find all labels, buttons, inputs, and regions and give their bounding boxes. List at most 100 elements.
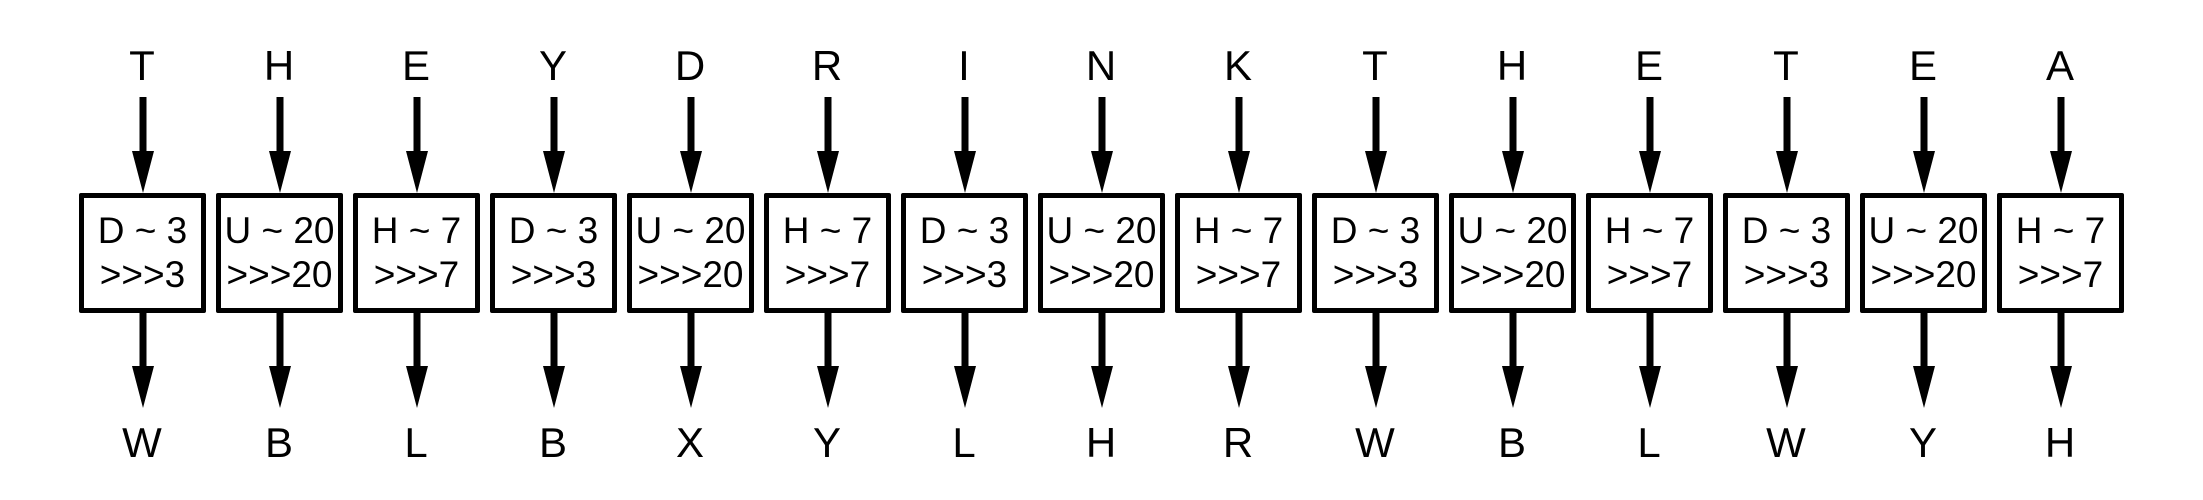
down-arrow-icon [679, 97, 702, 193]
down-arrow-icon [405, 313, 428, 408]
key-shift-label: H ~ 7 [1604, 210, 1695, 251]
shift-operation-label: >>>7 [1606, 254, 1693, 295]
down-arrow-icon [1501, 97, 1524, 193]
shift-operation-label: >>>7 [784, 254, 871, 295]
plaintext-letter: T [1362, 42, 1389, 89]
plaintext-letter: A [2045, 42, 2075, 89]
plaintext-letter: T [129, 42, 156, 89]
key-shift-box: H ~ 7 >>>7 [764, 193, 891, 313]
cipher-column: H U ~ 20 >>>20 B [216, 0, 343, 464]
plaintext-letter: I [958, 42, 971, 89]
down-arrow-icon [953, 97, 976, 193]
cipher-column: T D ~ 3 >>>3 W [1312, 0, 1439, 464]
down-arrow-icon [1912, 313, 1935, 408]
down-arrow-icon [1775, 97, 1798, 193]
cipher-column: D U ~ 20 >>>20 X [627, 0, 754, 464]
plaintext-letter: H [1496, 42, 1529, 89]
plaintext-letter: R [811, 42, 844, 89]
down-arrow-icon [1227, 313, 1250, 408]
key-shift-box: U ~ 20 >>>20 [1449, 193, 1576, 313]
shift-operation-label: >>>7 [2017, 254, 2104, 295]
shift-operation-label: >>>3 [1743, 254, 1830, 295]
plaintext-letter: E [401, 42, 431, 89]
shift-operation-label: >>>20 [1870, 254, 1977, 295]
down-arrow-icon [1775, 313, 1798, 408]
shift-operation-label: >>>3 [99, 254, 186, 295]
cipher-column: K H ~ 7 >>>7 R [1175, 0, 1302, 464]
down-arrow-icon [679, 313, 702, 408]
down-arrow-icon [1501, 313, 1524, 408]
key-shift-box: U ~ 20 >>>20 [216, 193, 343, 313]
key-shift-box: D ~ 3 >>>3 [901, 193, 1028, 313]
key-shift-box: H ~ 7 >>>7 [353, 193, 480, 313]
key-shift-box: H ~ 7 >>>7 [1997, 193, 2124, 313]
down-arrow-icon [405, 97, 428, 193]
down-arrow-icon [1912, 97, 1935, 193]
down-arrow-icon [1090, 97, 1113, 193]
down-arrow-icon [953, 313, 976, 408]
key-shift-box: U ~ 20 >>>20 [1038, 193, 1165, 313]
ciphertext-letter: W [122, 419, 163, 466]
key-shift-label: D ~ 3 [508, 210, 599, 251]
down-arrow-icon [1090, 313, 1113, 408]
ciphertext-letter: L [404, 419, 429, 466]
key-shift-box: U ~ 20 >>>20 [627, 193, 754, 313]
key-shift-label: H ~ 7 [2015, 210, 2106, 251]
ciphertext-letter: B [538, 419, 568, 466]
cipher-column: N U ~ 20 >>>20 H [1038, 0, 1165, 464]
plaintext-letter: E [1634, 42, 1664, 89]
cipher-column: Y D ~ 3 >>>3 B [490, 0, 617, 464]
plaintext-letter: K [1223, 42, 1253, 89]
plaintext-letter: N [1085, 42, 1118, 89]
shift-operation-label: >>>3 [510, 254, 597, 295]
ciphertext-letter: H [1085, 419, 1118, 466]
plaintext-letter: Y [538, 42, 568, 89]
down-arrow-icon [1638, 313, 1661, 408]
key-shift-label: U ~ 20 [224, 210, 335, 251]
cipher-column: E H ~ 7 >>>7 L [353, 0, 480, 464]
cipher-column: R H ~ 7 >>>7 Y [764, 0, 891, 464]
shift-operation-label: >>>20 [637, 254, 744, 295]
shift-operation-label: >>>20 [226, 254, 333, 295]
shift-operation-label: >>>7 [1195, 254, 1282, 295]
down-arrow-icon [131, 97, 154, 193]
shift-operation-label: >>>3 [1332, 254, 1419, 295]
ciphertext-letter: Y [812, 419, 842, 466]
shift-operation-label: >>>20 [1048, 254, 1155, 295]
key-shift-label: D ~ 3 [919, 210, 1010, 251]
plaintext-letter: E [1908, 42, 1938, 89]
key-shift-box: U ~ 20 >>>20 [1860, 193, 1987, 313]
ciphertext-letter: W [1355, 419, 1396, 466]
down-arrow-icon [1364, 313, 1387, 408]
key-shift-label: H ~ 7 [782, 210, 873, 251]
key-shift-label: D ~ 3 [1741, 210, 1832, 251]
key-shift-box: D ~ 3 >>>3 [490, 193, 617, 313]
cipher-column: T D ~ 3 >>>3 W [79, 0, 206, 464]
ciphertext-letter: X [675, 419, 705, 466]
key-shift-label: U ~ 20 [1868, 210, 1979, 251]
ciphertext-letter: H [2044, 419, 2077, 466]
key-shift-box: H ~ 7 >>>7 [1586, 193, 1713, 313]
key-shift-label: H ~ 7 [1193, 210, 1284, 251]
key-shift-box: D ~ 3 >>>3 [1723, 193, 1850, 313]
plaintext-letter: H [263, 42, 296, 89]
down-arrow-icon [542, 97, 565, 193]
ciphertext-letter: Y [1908, 419, 1938, 466]
key-shift-label: H ~ 7 [371, 210, 462, 251]
key-shift-label: U ~ 20 [635, 210, 746, 251]
down-arrow-icon [268, 313, 291, 408]
cipher-column: E H ~ 7 >>>7 L [1586, 0, 1713, 464]
shift-operation-label: >>>3 [921, 254, 1008, 295]
down-arrow-icon [1638, 97, 1661, 193]
cipher-column: H U ~ 20 >>>20 B [1449, 0, 1576, 464]
shift-operation-label: >>>20 [1459, 254, 1566, 295]
plaintext-letter: D [674, 42, 707, 89]
down-arrow-icon [816, 313, 839, 408]
cipher-column: A H ~ 7 >>>7 H [1997, 0, 2124, 464]
cipher-column: I D ~ 3 >>>3 L [901, 0, 1028, 464]
down-arrow-icon [1227, 97, 1250, 193]
down-arrow-icon [816, 97, 839, 193]
key-shift-box: D ~ 3 >>>3 [79, 193, 206, 313]
key-shift-label: D ~ 3 [1330, 210, 1421, 251]
